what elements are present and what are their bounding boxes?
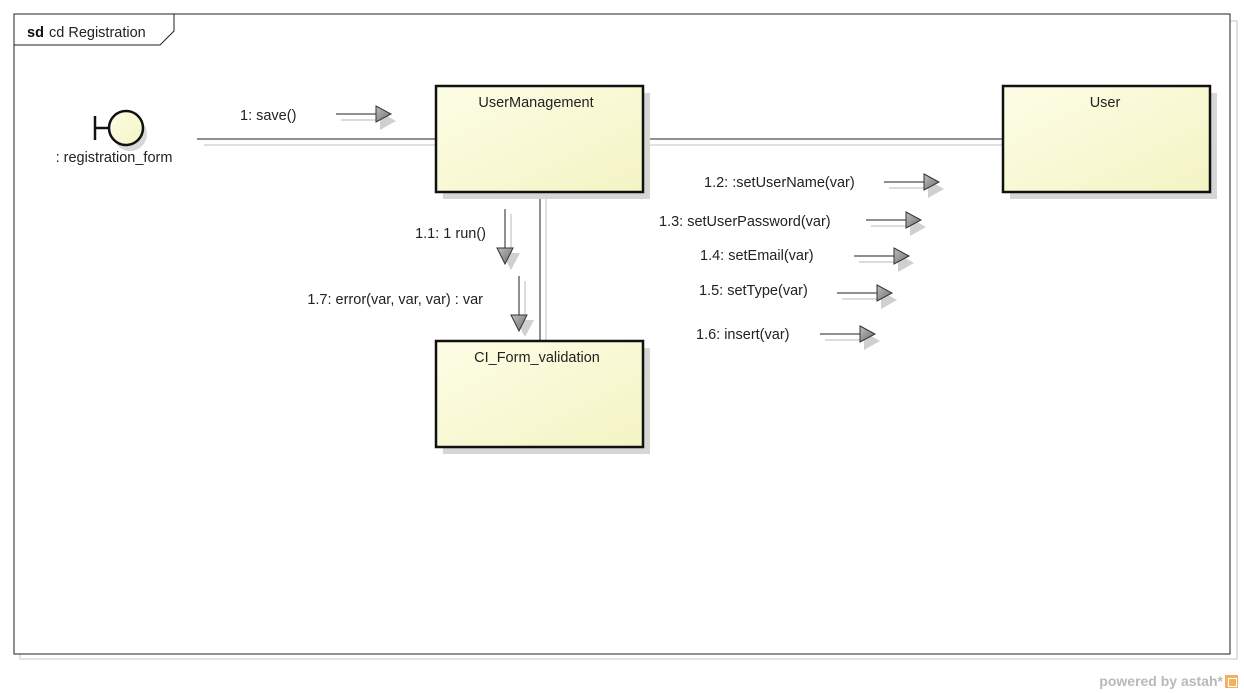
object-label: User bbox=[1090, 95, 1121, 111]
arrowhead bbox=[876, 284, 894, 302]
arrowhead bbox=[893, 247, 911, 265]
message-1-2-set-user-name[interactable]: 1.2: :setUserName(var) bbox=[704, 173, 944, 198]
message-1-save[interactable]: 1: save() bbox=[240, 105, 396, 130]
links bbox=[197, 138, 1010, 342]
actor-label: : registration_form bbox=[56, 150, 173, 166]
arrowhead bbox=[510, 314, 528, 333]
powered-by-text: powered by astah* bbox=[1099, 673, 1223, 689]
object-ci-form-validation[interactable]: CI_Form_validation bbox=[434, 339, 650, 454]
object-box bbox=[434, 339, 645, 449]
frame-name-tab bbox=[14, 14, 175, 46]
arrowhead bbox=[496, 247, 514, 266]
message-label: 1.6: insert(var) bbox=[696, 327, 789, 343]
object-user[interactable]: User bbox=[1001, 84, 1217, 199]
message-label: 1: save() bbox=[240, 108, 296, 124]
object-label: CI_Form_validation bbox=[474, 350, 600, 366]
message-1-6-insert[interactable]: 1.6: insert(var) bbox=[696, 325, 880, 350]
message-1-7-error[interactable]: 1.7: error(var, var, var) : var bbox=[307, 276, 534, 337]
object-box bbox=[434, 84, 645, 194]
boundary-circle bbox=[107, 109, 145, 147]
powered-by-astah: powered by astah* bbox=[1099, 673, 1238, 689]
message-label: 1.3: setUserPassword(var) bbox=[659, 214, 831, 230]
message-1-5-set-type[interactable]: 1.5: setType(var) bbox=[699, 283, 897, 309]
boundary-actor-registration-form[interactable]: : registration_form bbox=[56, 109, 173, 166]
message-label: 1.2: :setUserName(var) bbox=[704, 175, 855, 191]
message-1-4-set-email[interactable]: 1.4: setEmail(var) bbox=[700, 247, 914, 272]
frame-name: cd Registration bbox=[49, 25, 146, 41]
message-label: 1.7: error(var, var, var) : var bbox=[307, 292, 483, 308]
object-label: UserManagement bbox=[478, 95, 593, 111]
object-usermanagement[interactable]: UserManagement bbox=[434, 84, 650, 199]
message-1-1-run[interactable]: 1.1: 1 run() bbox=[415, 209, 520, 270]
message-1-3-set-user-password[interactable]: 1.3: setUserPassword(var) bbox=[659, 211, 926, 236]
arrowhead bbox=[905, 211, 923, 229]
arrowhead bbox=[923, 173, 941, 191]
object-box bbox=[1001, 84, 1212, 194]
arrowhead bbox=[375, 105, 393, 123]
arrowhead bbox=[859, 325, 877, 343]
message-label: 1.4: setEmail(var) bbox=[700, 248, 814, 264]
frame-keyword: sd bbox=[27, 25, 44, 41]
message-label: 1.5: setType(var) bbox=[699, 283, 808, 299]
astah-logo-icon bbox=[1225, 674, 1238, 688]
message-label: 1.1: 1 run() bbox=[415, 226, 486, 242]
